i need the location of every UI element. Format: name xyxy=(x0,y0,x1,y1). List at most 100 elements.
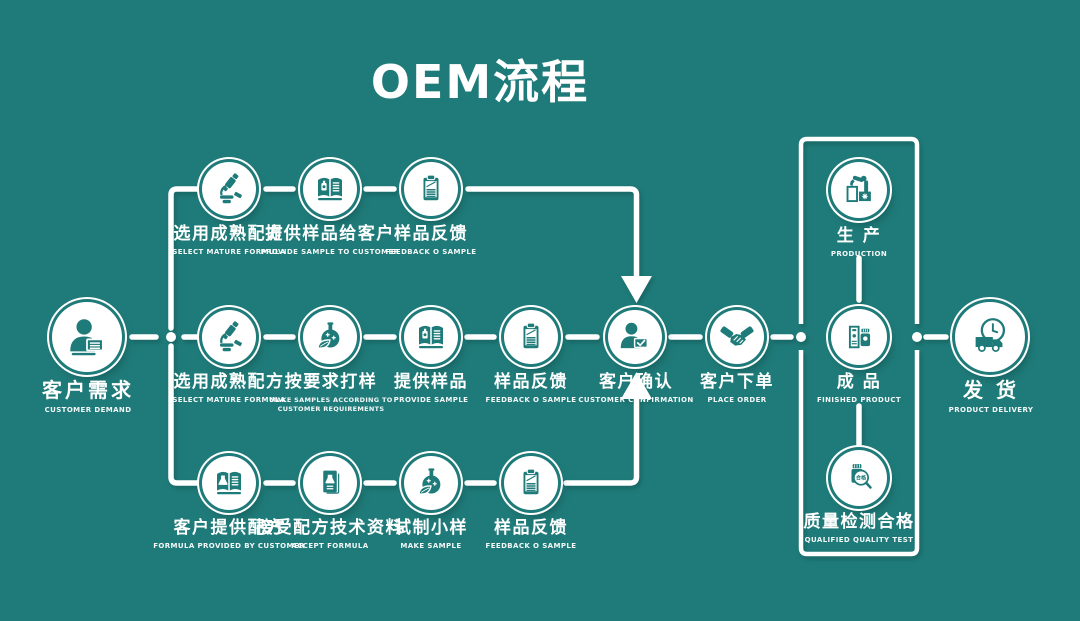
label-en: PROVIDE SAMPLE TO CUSTOMER xyxy=(260,248,400,256)
label-zh: 客户确认 xyxy=(598,372,673,392)
label-accept-formula: 接受配方技术资料 ACCEPT FORMULA xyxy=(256,518,404,551)
microscope-icon xyxy=(220,173,242,204)
quality-test-icon: 合格 xyxy=(851,464,872,489)
label-zh: 试制小样 xyxy=(394,518,468,538)
label-delivery: 发 货 PRODUCT DELIVERY xyxy=(949,378,1034,415)
label-en: PRODUCT DELIVERY xyxy=(948,406,1034,414)
label-zh: 成 品 xyxy=(836,372,882,392)
label-en: FORMULA PROVIDED BY CUSTOMER xyxy=(153,542,305,550)
label-provide-sample-to-customer: 提供样品给客户 PROVIDE SAMPLE TO CUSTOMER xyxy=(261,224,400,257)
label-zh: 生 产 xyxy=(836,226,882,246)
clipboard-icon xyxy=(523,322,539,349)
label-en: FEEDBACK O SAMPLE xyxy=(485,396,577,404)
label-en: ACCEPT FORMULA xyxy=(291,542,369,550)
formula-book-icon xyxy=(217,471,241,495)
elbow-top xyxy=(465,186,640,281)
junction-dot xyxy=(912,332,922,342)
label-en: QUALIFIED QUALITY TEST xyxy=(804,536,914,544)
node-make-samples xyxy=(303,310,357,364)
label-customer-demand: 客户需求 CUSTOMER DEMAND xyxy=(42,378,134,415)
quality-box-border xyxy=(798,136,920,557)
handshake-icon xyxy=(720,326,754,346)
label-en: CUSTOMER CONFIRMATION xyxy=(578,396,694,404)
label-zh: 提供样品 xyxy=(393,372,468,392)
label-zh: 选用成熟配方 xyxy=(173,372,285,392)
label-make-samples: 按要求打样 MAKE SAMPLES ACCORDING TO CUSTOMER… xyxy=(269,372,392,414)
microscope-icon xyxy=(220,321,242,352)
node-sample-feedback-top xyxy=(404,162,458,216)
clipboard-icon xyxy=(423,174,439,201)
customer-icon xyxy=(70,319,104,356)
qualified-badge: 合格 xyxy=(856,474,867,482)
flask-leaf-icon xyxy=(317,322,340,349)
label-quality-test: 质量检测合格 QUALIFIED QUALITY TEST xyxy=(804,512,915,545)
label-zh: 样品反馈 xyxy=(394,224,468,244)
label-en: SELECT MATURE FORMULA xyxy=(172,248,286,256)
label-en: PROVIDE SAMPLE xyxy=(393,396,469,404)
label-en: PRODUCTION xyxy=(830,250,888,258)
node-production xyxy=(831,162,887,218)
clipboard-icon xyxy=(523,468,539,495)
node-delivery xyxy=(955,302,1025,372)
node-sample-feedback-bottom xyxy=(504,456,558,510)
arrow-down-icon xyxy=(621,276,652,303)
node-make-sample xyxy=(404,456,458,510)
label-zh: 样品反馈 xyxy=(494,518,568,538)
label-provide-sample: 提供样品 PROVIDE SAMPLE xyxy=(394,372,469,405)
label-select-formula-mid: 选用成熟配方 SELECT MATURE FORMULA xyxy=(172,372,285,405)
label-zh: 选用成熟配方 xyxy=(173,224,285,244)
flask-leaf-icon xyxy=(418,468,441,495)
finished-product-icon xyxy=(848,325,871,349)
branch-bracket xyxy=(168,186,201,486)
node-customer-demand xyxy=(52,302,122,372)
label-place-order: 客户下单 PLACE ORDER xyxy=(700,372,774,405)
label-en: FEEDBACK O SAMPLE xyxy=(485,542,577,550)
node-formula-by-customer xyxy=(202,456,256,510)
label-zh: 按要求打样 xyxy=(284,372,378,392)
sample-book-icon xyxy=(318,177,342,201)
node-customer-confirmation xyxy=(608,310,662,364)
label-en-line1: MAKE SAMPLES ACCORDING TO xyxy=(269,396,393,404)
label-make-sample: 试制小样 MAKE SAMPLE xyxy=(394,518,468,551)
robot-arm-icon xyxy=(846,175,871,203)
label-zh: 发 货 xyxy=(963,378,1019,402)
label-zh: 提供样品给客户 xyxy=(265,224,395,244)
formula-doc-icon xyxy=(323,470,340,494)
label-zh: 质量检测合格 xyxy=(803,512,915,532)
label-customer-confirmation: 客户确认 CUSTOMER CONFIRMATION xyxy=(578,372,693,405)
label-production: 生 产 PRODUCTION xyxy=(831,226,887,259)
label-en: CUSTOMER DEMAND xyxy=(44,406,132,414)
label-sample-feedback-top: 样品反馈 FEEDBACK O SAMPLE xyxy=(386,224,477,257)
label-sample-feedback-mid: 样品反馈 FEEDBACK O SAMPLE xyxy=(486,372,577,405)
node-provide-sample-to-customer xyxy=(303,162,357,216)
label-en: SELECT MATURE FORMULA xyxy=(172,396,286,404)
elbow-bottom xyxy=(563,394,640,486)
node-place-order xyxy=(710,310,764,364)
label-en: FEEDBACK O SAMPLE xyxy=(385,248,477,256)
label-finished-product: 成 品 FINISHED PRODUCT xyxy=(817,372,901,405)
label-zh: 客户提供配方 xyxy=(173,518,285,538)
label-sample-feedback-bottom: 样品反馈 FEEDBACK O SAMPLE xyxy=(486,518,577,551)
label-en: PLACE ORDER xyxy=(707,396,767,404)
label-zh: 客户需求 xyxy=(42,378,134,402)
node-sample-feedback-mid xyxy=(504,310,558,364)
label-zh: 接受配方技术资料 xyxy=(256,518,404,538)
node-finished-product xyxy=(831,309,887,365)
page-title: OEM流程 xyxy=(370,55,590,109)
label-formula-by-customer: 客户提供配方 FORMULA PROVIDED BY CUSTOMER xyxy=(153,518,305,551)
node-select-formula-top xyxy=(202,162,256,216)
junction-dot xyxy=(796,332,806,342)
sample-book-icon xyxy=(419,325,443,349)
node-provide-sample xyxy=(404,310,458,364)
label-en: FINISHED PRODUCT xyxy=(816,396,902,404)
arrow-up-icon xyxy=(621,372,652,399)
node-accept-formula xyxy=(303,456,357,510)
customer-confirm-icon xyxy=(620,322,648,349)
label-zh: 样品反馈 xyxy=(494,372,568,392)
junction-dot xyxy=(166,332,176,342)
label-en-line2: CUSTOMER REQUIREMENTS xyxy=(277,405,385,413)
label-select-formula-top: 选用成熟配方 SELECT MATURE FORMULA xyxy=(172,224,285,257)
node-quality-test: 合格 xyxy=(831,450,887,506)
